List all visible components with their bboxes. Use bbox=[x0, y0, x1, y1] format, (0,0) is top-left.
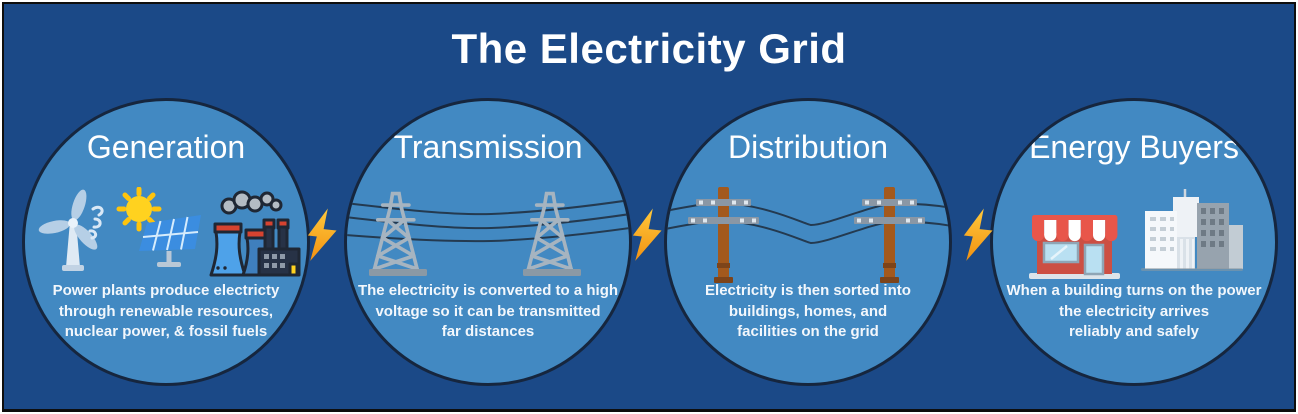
generation-icon-group bbox=[25, 185, 307, 295]
stage-circle-energy-buyers: Energy Buyers bbox=[990, 98, 1278, 386]
transmission-towers-icon bbox=[347, 191, 629, 276]
storefront-icon bbox=[1029, 215, 1120, 279]
lightning-bolt-icon bbox=[307, 208, 337, 261]
stage-title-generation: Generation bbox=[86, 129, 246, 165]
utility-pole bbox=[688, 187, 759, 283]
awning bbox=[1032, 215, 1118, 242]
page-title: The Electricity Grid bbox=[451, 25, 847, 72]
stage-description-energy-buyers: When a building turns on the power the e… bbox=[1006, 282, 1262, 341]
city-buildings-icon bbox=[1141, 189, 1243, 271]
stage-description-transmission: The electricity is converted to a high v… bbox=[357, 282, 619, 341]
stage-description-generation: Power plants produce electricty through … bbox=[52, 282, 280, 341]
energy-buyers-icon-group bbox=[993, 185, 1275, 295]
power-plant-icon bbox=[209, 190, 301, 277]
stage-circle-distribution: Distribution bbox=[664, 98, 952, 386]
stage-circle-generation: Generation bbox=[22, 98, 310, 386]
lightning-bolt-icon bbox=[963, 208, 993, 261]
wind-turbine-icon bbox=[38, 189, 104, 271]
header: The Electricity Grid bbox=[4, 4, 1294, 94]
lightning-bolt-icon bbox=[632, 208, 662, 261]
utility-pole bbox=[854, 187, 925, 283]
stage-title-energy-buyers: Energy Buyers bbox=[1029, 129, 1239, 165]
stage-description-distribution: Electricity is then sorted into building… bbox=[705, 282, 911, 341]
stage-circle-transmission: Transmission bbox=[344, 98, 632, 386]
sun-solar-panel-icon bbox=[116, 187, 201, 267]
stage-title-transmission: Transmission bbox=[393, 129, 583, 165]
utility-poles-icon bbox=[667, 187, 949, 283]
stage-title-distribution: Distribution bbox=[727, 129, 889, 165]
